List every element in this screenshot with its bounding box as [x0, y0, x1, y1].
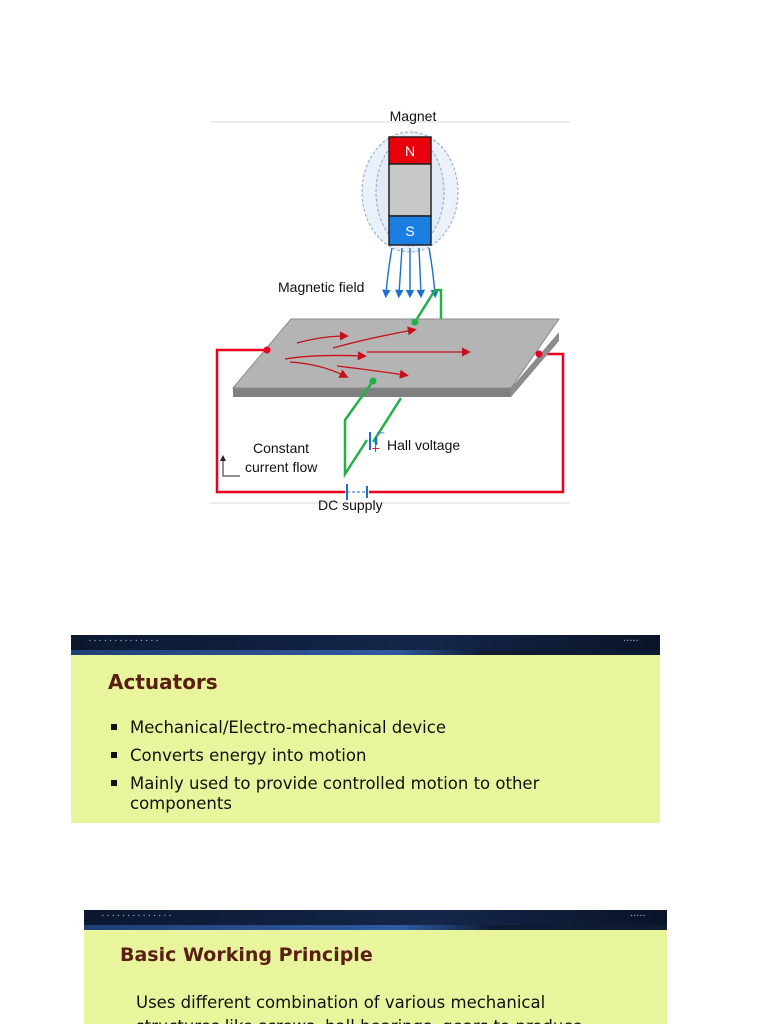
semiconductor-plate [231, 318, 560, 397]
actuators-slide: ▪ ▪ ▪ ▪ ▪ ▪ ▪ ▪ ▪ ▪ ▪ ▪ ▪ ▪ ▪ ▪ ▪ ▪ ▪ Ac… [71, 635, 660, 823]
dc-supply-label: DC supply [318, 497, 383, 513]
bullet-icon [111, 724, 117, 730]
bullet-icon [111, 780, 117, 786]
magnet-south-pole [388, 215, 432, 246]
bullet-text: Mechanical/Electro-mechanical device [130, 718, 446, 737]
body-line-1: Uses different combination of various me… [136, 993, 546, 1012]
circuit-wire-left [215, 348, 345, 494]
bullet-text: components [130, 794, 232, 813]
circuit-wire-right [368, 352, 565, 494]
taskbar-tray: ▪ ▪ ▪ ▪ ▪ [630, 913, 645, 919]
hall-wire-top [413, 288, 443, 323]
top-hall-contact [411, 318, 419, 326]
current-flow-label: current flow [245, 459, 318, 475]
taskbar-stripe [71, 650, 660, 655]
magnetic-field-label: Magnetic field [278, 279, 364, 295]
svg-text:+: + [371, 442, 380, 455]
south-label: S [405, 223, 414, 239]
magnet-label: Magnet [390, 108, 437, 124]
bullet-item: Converts energy into motion [108, 746, 539, 766]
bullet-text: Mainly used to provide controlled motion… [130, 774, 540, 793]
bullet-continuation: components [108, 794, 539, 814]
dc-supply-battery-icon [345, 484, 369, 500]
svg-text:−: − [377, 428, 385, 439]
bullet-item: Mechanical/Electro-mechanical device [108, 718, 539, 738]
hall-voltage-battery-icon: + − [369, 428, 385, 455]
magnet-body [388, 163, 432, 217]
working-principle-slide: ▪ ▪ ▪ ▪ ▪ ▪ ▪ ▪ ▪ ▪ ▪ ▪ ▪ ▪ ▪ ▪ ▪ ▪ ▪ Ba… [84, 910, 667, 1024]
slide-taskbar: ▪ ▪ ▪ ▪ ▪ ▪ ▪ ▪ ▪ ▪ ▪ ▪ ▪ ▪ ▪ ▪ ▪ ▪ ▪ [71, 635, 660, 655]
slide-title: Basic Working Principle [120, 944, 373, 966]
body-line-2: structures like screws, ball bearings, g… [136, 1016, 583, 1024]
north-label: N [405, 143, 415, 159]
hall-effect-svg: Magnet N S Magnetic field [210, 108, 570, 513]
bullet-item: Mainly used to provide controlled motion… [108, 774, 539, 794]
right-contact-point [535, 350, 543, 358]
hall-voltage-label: Hall voltage [387, 437, 460, 453]
slide-taskbar: ▪ ▪ ▪ ▪ ▪ ▪ ▪ ▪ ▪ ▪ ▪ ▪ ▪ ▪ ▪ ▪ ▪ ▪ ▪ [84, 910, 667, 930]
taskbar-tray: ▪ ▪ ▪ ▪ ▪ [623, 638, 638, 644]
bullet-icon [111, 752, 117, 758]
hall-wire-bottom-right [371, 397, 403, 443]
current-direction-arrow [220, 455, 240, 477]
current-flow-arrows [284, 326, 471, 379]
slide-title: Actuators [108, 670, 218, 694]
hall-wire-bottom-left [343, 380, 375, 479]
taskbar-menu: ▪ ▪ ▪ ▪ ▪ ▪ ▪ ▪ ▪ ▪ ▪ ▪ ▪ ▪ [89, 638, 159, 644]
bullet-list: Mechanical/Electro-mechanical device Con… [108, 718, 539, 822]
hall-effect-diagram: Magnet N S Magnetic field [205, 100, 575, 520]
bullet-text: Converts energy into motion [130, 746, 367, 765]
constant-label: Constant [253, 440, 309, 456]
taskbar-stripe [84, 925, 667, 930]
magnetic-field-lines [382, 247, 439, 299]
left-contact-point [263, 346, 271, 354]
taskbar-menu: ▪ ▪ ▪ ▪ ▪ ▪ ▪ ▪ ▪ ▪ ▪ ▪ ▪ ▪ [102, 913, 172, 919]
